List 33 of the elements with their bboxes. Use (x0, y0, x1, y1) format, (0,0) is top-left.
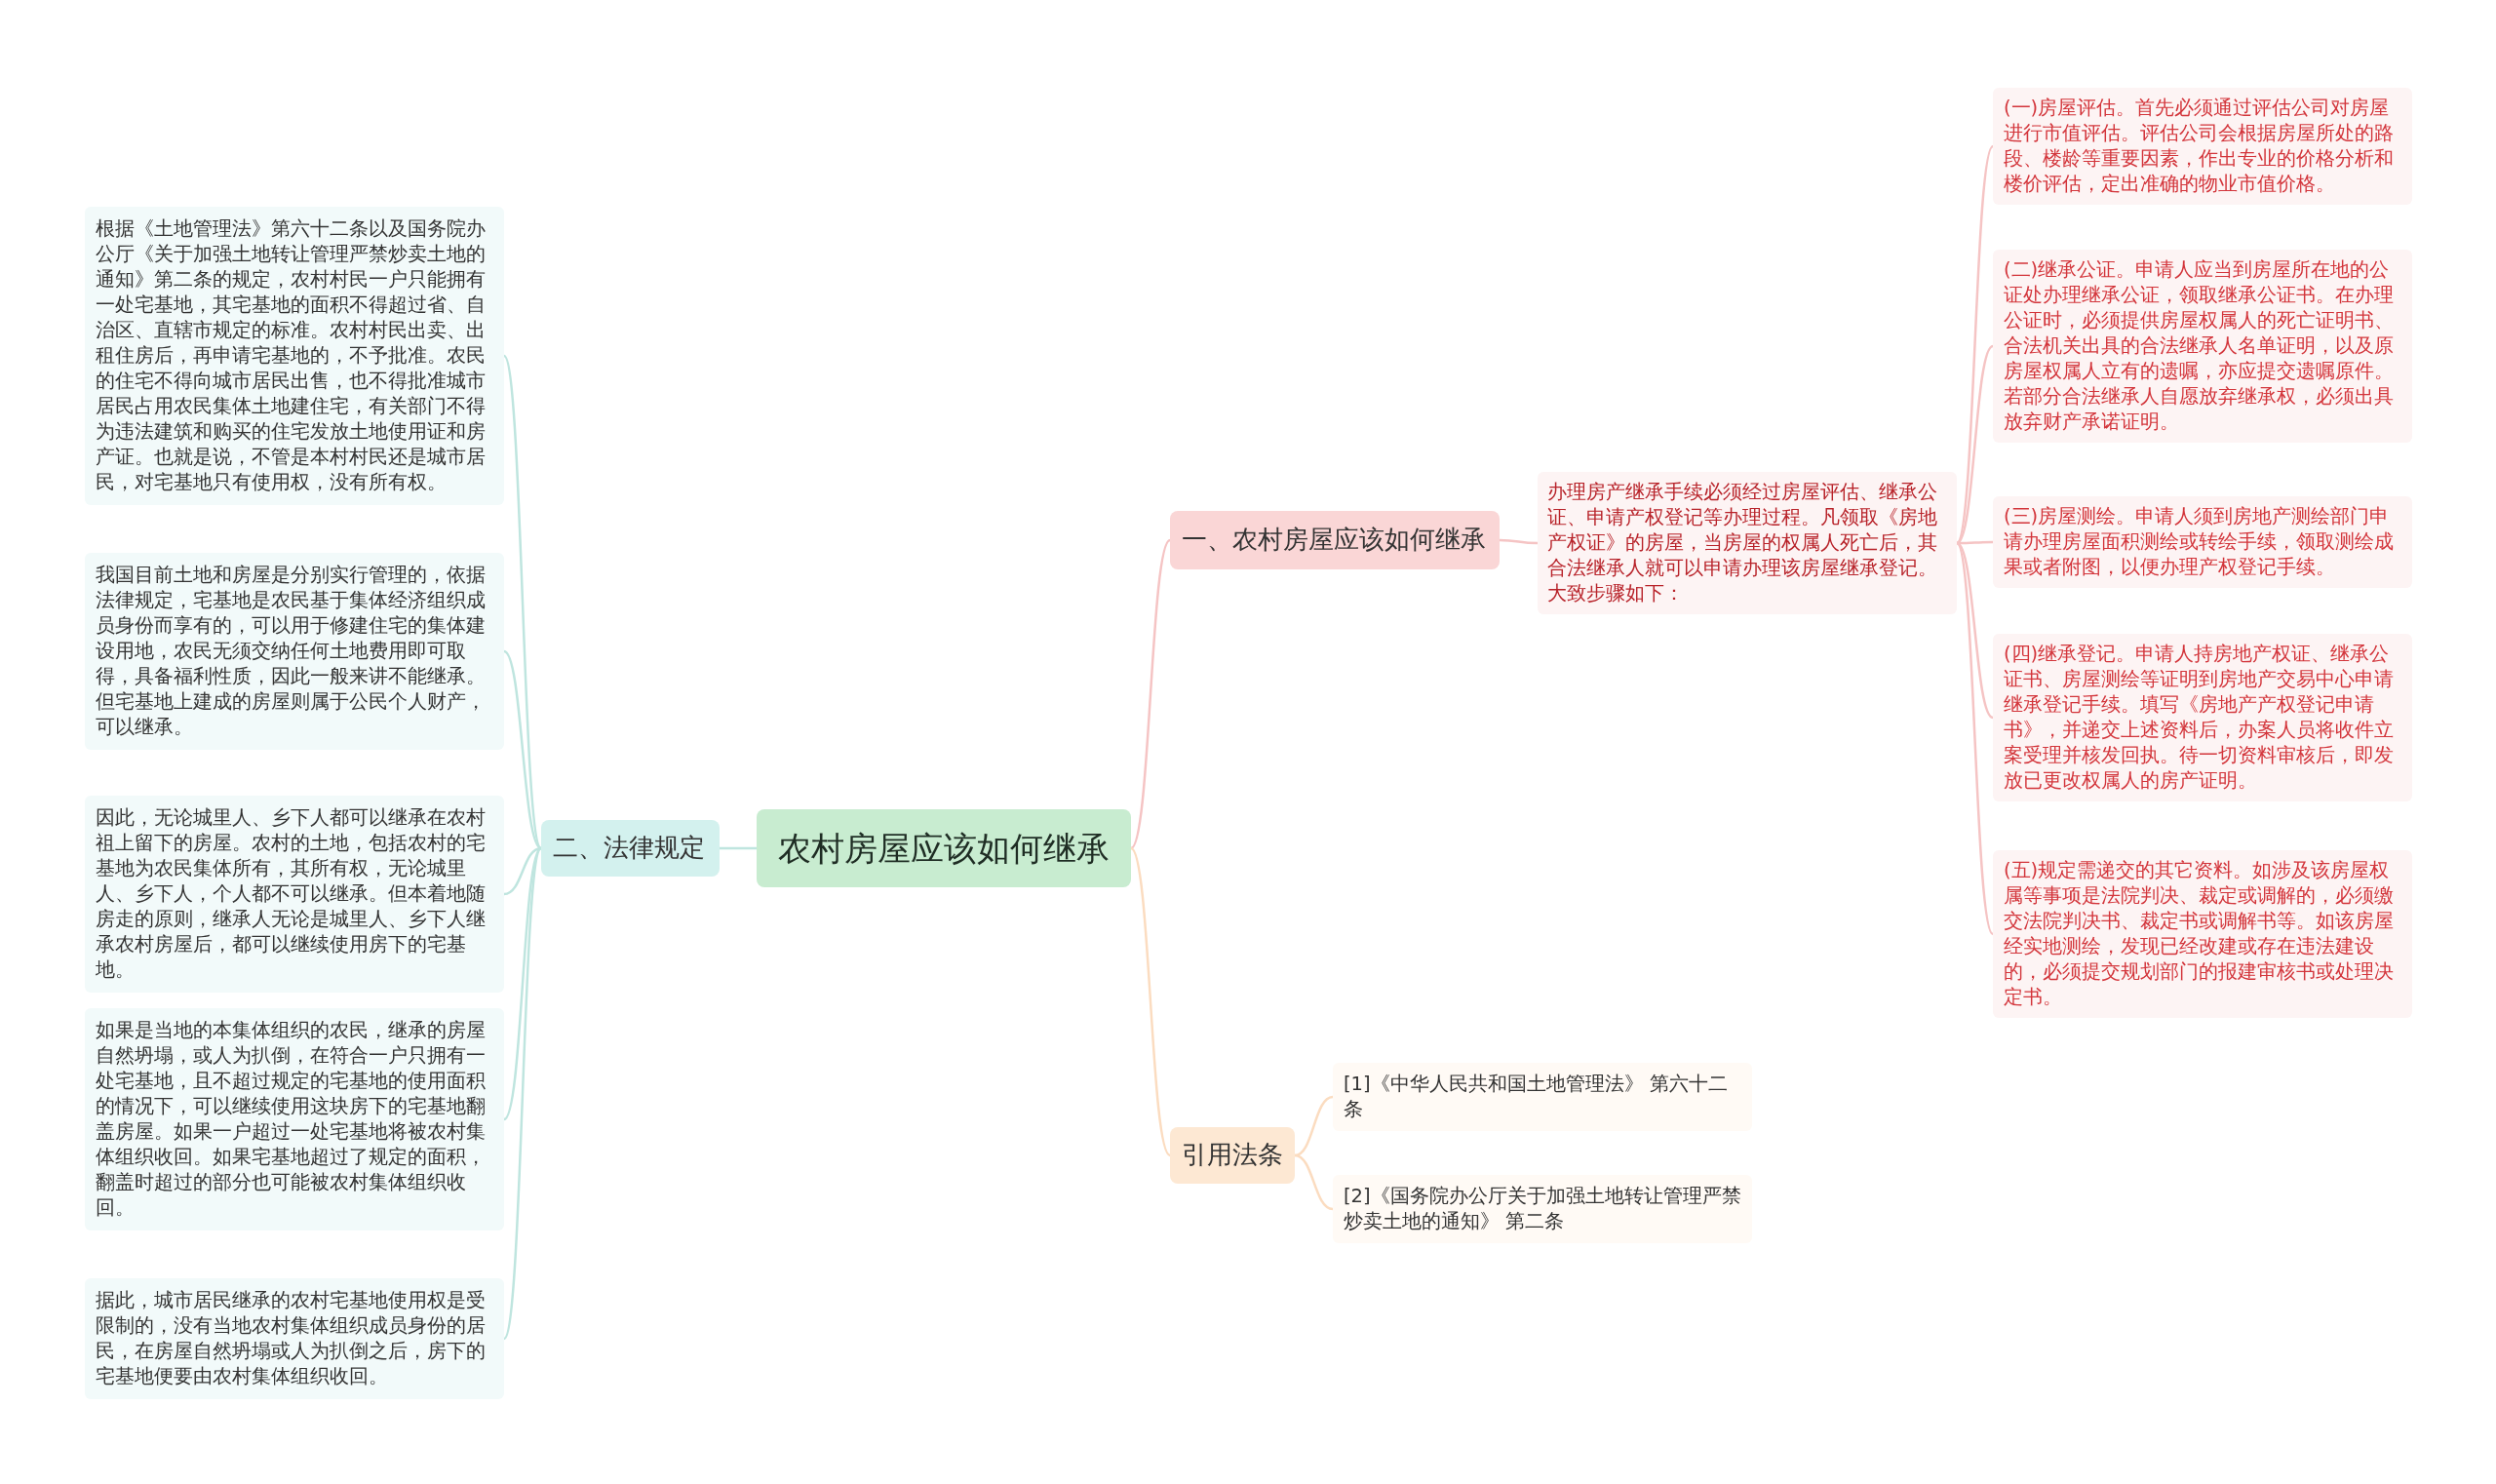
note-card: 据此，城市居民继承的农村宅基地使用权是受限制的，没有当地农村集体组织成员身份的居民，在房屋自然坍塌或人为扒倒之后，房下的宅基地便要由农村集体组织收回。 (85, 1278, 504, 1399)
note-card: (二)继承公证。申请人应当到房屋所在地的公证处办理继承公证，领取继承公证书。在办理公证时，必须提供房屋权属人的死亡证明书、合法机关出具的合法继承人名单证明，以及原房屋权属人立有的遗嘱，亦应提交遗嘱原件。若部分合法继承人自愿放弃继承权，必须出具放弃财产承诺证明。 (1993, 250, 2412, 443)
branch-topic: 一、农村房屋应该如何继承 (1170, 511, 1500, 569)
central-topic: 农村房屋应该如何继承 (757, 809, 1131, 888)
connector-line (1956, 345, 1994, 544)
branch-topic: 引用法条 (1170, 1127, 1295, 1184)
reference-card: [2]《国务院办公厅关于加强土地转让管理严禁炒卖土地的通知》 第二条 (1333, 1175, 1752, 1243)
note-card: 因此，无论城里人、乡下人都可以继承在农村祖上留下的房屋。农村的土地，包括农村的宅基地为农民集体所有，其所有权，无论城里人、乡下人，个人都不可以继承。但本着地随房走的原则，继承人无论是城里人、乡下人继承农村房屋后，都可以继续使用房下的宅基地。 (85, 796, 504, 993)
connector-line (1294, 1153, 1334, 1211)
note-card: 办理房产继承手续必须经过房屋评估、继承公证、申请产权登记等办理过程。凡领取《房地产权证》的房屋，当房屋的权属人死亡后，其合法继承人就可以申请办理该房屋继承登记。大致步骤如下： (1538, 472, 1957, 614)
connector-line (1500, 538, 1538, 545)
connector-line (1294, 1095, 1334, 1157)
connector-line (503, 847, 542, 1120)
connector-line (1955, 145, 1995, 544)
connector-line (1957, 540, 1993, 545)
note-card: (三)房屋测绘。申请人须到房地产测绘部门申请办理房屋面积测绘或转绘手续，领取测绘成果或者附图，以便办理产权登记手续。 (1993, 496, 2412, 588)
note-card: 我国目前土地和房屋是分别实行管理的，依据法律规定，宅基地是农民基于集体经济组织成员身份而享有的，可以用于修建住宅的集体建设用地，农民无须交纳任何土地费用即可取得，具备福利性质，因此一般来讲不能继承。但宅基地上建成的房屋则属于公民个人财产，可以继承。 (85, 553, 504, 750)
connector-line (502, 847, 543, 1340)
connector-line (1955, 542, 1995, 935)
connector-line (503, 846, 542, 896)
note-card: (四)继承登记。申请人持房地产权证、继承公证书、房屋测绘等证明到房地产交易中心申请继承登记手续。填写《房地产产权登记申请书》，并递交上述资料后，办案人员将收件立案受理并核发回执。待一切资料审核后，即发放已更改权属人的房产证明。 (1993, 634, 2412, 801)
connector-line (503, 650, 542, 849)
connector-line (1956, 542, 1994, 719)
connector-line (1130, 539, 1171, 849)
note-card: (一)房屋评估。首先必须通过评估公司对房屋进行市值评估。评估公司会根据房屋所处的路段、楼龄等重要因素，作出专业的价格分析和楼价评估，定出准确的物业市值价格。 (1993, 88, 2412, 205)
note-card: 如果是当地的本集体组织的农民，继承的房屋自然坍塌，或人为扒倒，在符合一户只拥有一处宅基地，且不超过规定的宅基地的使用面积的情况下，可以继续使用这块房下的宅基地翻盖房屋。如果一户超过一处宅基地将被农村集体组织收回。如果宅基地超过了规定的面积，翻盖时超过的部分也可能被农村集体组织收回。 (85, 1008, 504, 1230)
connector-line (1130, 847, 1171, 1156)
connector-line (502, 355, 543, 849)
note-card: 根据《土地管理法》第六十二条以及国务院办公厅《关于加强土地转让管理严禁炒卖土地的通知》第二条的规定，农村村民一户只能拥有一处宅基地，其宅基地的面积不得超过省、自治区、直辖市规定的标准。农村村民出卖、出租住房后，再申请宅基地的，不予批准。农民的住宅不得向城市居民出售，也不得批准城市居民占用农民集体土地建住宅，有关部门不得为违法建筑和购买的住宅发放土地使用证和房产证。也就是说，不管是本村村民还是城市居民，对宅基地只有使用权，没有所有权。 (85, 207, 504, 505)
note-card: (五)规定需递交的其它资料。如涉及该房屋权属等事项是法院判决、裁定或调解的，必须缴交法院判决书、裁定书或调解书等。如该房屋经实地测绘，发现已经改建或存在违法建设的，必须提交规划部门的报建审核书或处理决定书。 (1993, 850, 2412, 1018)
connector-line (720, 846, 757, 850)
branch-topic: 二、法律规定 (541, 820, 720, 877)
reference-card: [1]《中华人民共和国土地管理法》 第六十二条 (1333, 1063, 1752, 1131)
